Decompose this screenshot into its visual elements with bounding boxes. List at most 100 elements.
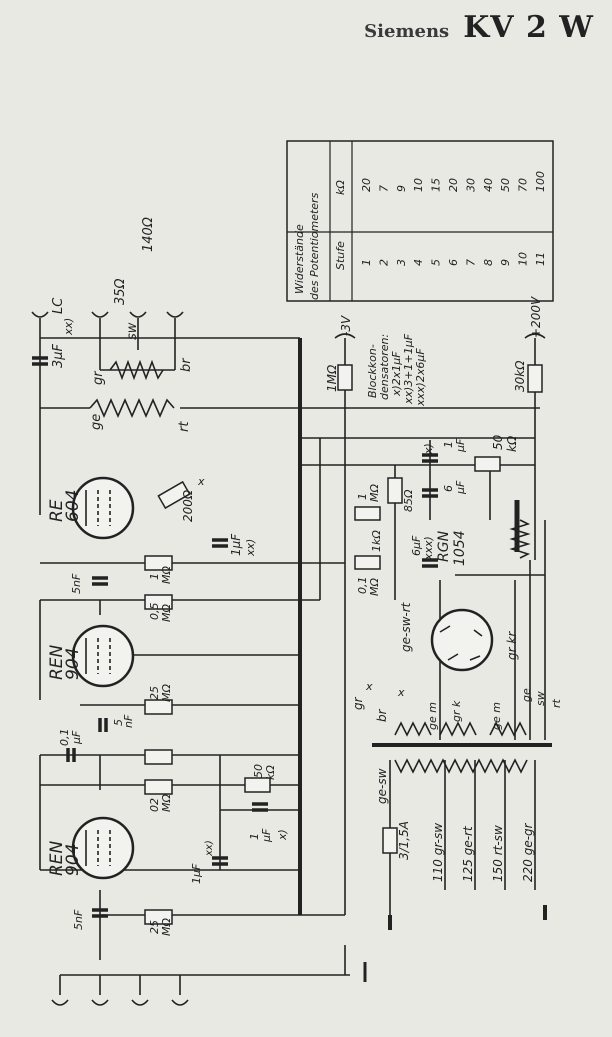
svg-text:25: 25 [148,920,161,934]
svg-text:0,1: 0,1 [356,577,369,595]
table-stufe-cell: 1 [360,259,373,266]
svg-text:MΩ: MΩ [160,566,173,584]
svg-text:1kΩ: 1kΩ [370,530,383,552]
table-kohm-cell: 20 [360,178,373,192]
svg-text:0,5: 0,5 [148,603,161,621]
tube2-type: REN [47,644,67,680]
svg-text:200Ω: 200Ω [181,489,195,522]
table-stufe-cell: 3 [395,259,408,266]
svg-text:gr kr: gr kr [505,631,519,660]
tube1-num: 604 [63,490,83,522]
table-kohm-cell: 15 [430,178,443,192]
svg-text:xx): xx) [244,539,257,557]
table-col-kohm: kΩ [334,180,347,195]
table-stufe-cell: 2 [377,259,390,266]
svg-text:1: 1 [356,493,369,500]
table-stufe-cell: 10 [517,252,530,266]
svg-text:x: x [197,475,205,488]
svg-text:5nF: 5nF [72,909,85,930]
svg-text:br: br [375,708,389,722]
svg-text:kΩ: kΩ [264,765,277,780]
table-stufe-cell: 8 [482,259,495,266]
table-stufe-cell: 9 [499,259,512,266]
svg-text:5nF: 5nF [70,573,83,594]
tube2-num: 904 [63,648,83,680]
resistors [144,364,543,925]
svg-text:ge-sw-rt: ge-sw-rt [399,601,413,652]
svg-text:gr: gr [351,696,365,710]
svg-text:sw: sw [125,322,140,340]
table-stufe-cell: 7 [464,259,477,266]
svg-text:MΩ: MΩ [160,604,173,622]
svg-text:ge-sw: ge-sw [375,768,389,804]
table-stufe-cell: 11 [534,252,547,266]
table-kohm-cell: 20 [447,178,460,192]
svg-text:kΩ: kΩ [505,435,519,452]
svg-text:rt: rt [177,421,192,432]
svg-text:35Ω: 35Ω [113,278,128,305]
potentiometer-table [286,140,554,302]
svg-text:Blockkon-: Blockkon- [366,344,379,398]
svg-text:RGN: RGN [436,530,452,562]
svg-text:125 ge-rt: 125 ge-rt [461,825,475,882]
svg-text:1: 1 [442,441,455,448]
table-kohm-cell: 50 [499,178,512,192]
svg-text:110 gr-sw: 110 gr-sw [431,823,445,882]
svg-text:ge: ge [89,414,104,430]
component-labels: 3µF LC xx) 35Ω 140Ω gr sw br ge rt -3V 1… [47,217,563,936]
table-kohm-cell: 10 [412,178,425,192]
svg-text:gr: gr [91,370,106,385]
svg-text:xxx)2x6µF: xxx)2x6µF [414,348,427,407]
brand-name: Siemens [364,21,450,42]
tube3-num: 904 [63,844,83,876]
svg-text:xxx): xxx) [422,536,435,561]
table-kohm-cell: 9 [395,185,408,192]
svg-text:140Ω: 140Ω [141,217,156,252]
table-kohm-cell: 40 [482,178,495,192]
title-block: Siemens KV 2 W [364,10,594,45]
table-stufe-cell: 5 [430,259,443,266]
svg-text:1µF: 1µF [190,863,203,884]
svg-text:150 rt-sw: 150 rt-sw [491,825,505,882]
svg-text:MΩ: MΩ [160,684,173,702]
svg-text:x): x) [422,443,435,455]
svg-text:30kΩ: 30kΩ [513,360,527,392]
svg-text:x): x) [276,829,289,841]
svg-text:MΩ: MΩ [368,578,381,596]
svg-text:µF: µF [70,730,83,745]
svg-text:1µF: 1µF [229,533,243,556]
svg-text:xx)3+1+1µF: xx)3+1+1µF [402,333,415,405]
input-jacks [31,311,547,1006]
svg-text:50: 50 [491,434,505,450]
svg-text:6: 6 [442,485,455,492]
svg-text:85Ω: 85Ω [402,489,415,512]
svg-text:nF: nF [122,714,135,728]
table-stufe-cell: 4 [412,259,425,266]
tube3-type: REN [47,840,67,876]
svg-text:220 ge-gr: 220 ge-gr [521,822,535,882]
svg-text:1054: 1054 [452,530,468,566]
table-stufe-cell: 6 [447,259,460,266]
svg-text:1: 1 [248,833,261,840]
svg-text:1: 1 [148,573,161,580]
svg-text:3µF: 3µF [51,343,66,368]
svg-text:+200V: +200V [529,296,543,338]
table-col-stufe: Stufe [334,241,347,270]
svg-text:1MΩ: 1MΩ [325,364,339,392]
svg-text:x: x [397,686,405,699]
svg-text:µF: µF [454,480,467,495]
svg-text:0,1: 0,1 [58,729,71,747]
svg-text:MΩ: MΩ [160,918,173,936]
table-kohm-cell: 30 [464,178,477,192]
table-kohm-cell: 100 [534,171,547,192]
model-name: KV 2 W [463,10,594,45]
svg-text:-3V: -3V [339,315,353,336]
svg-text:50: 50 [252,764,265,778]
svg-text:ge: ge [520,688,533,702]
table-kohm-cell: 70 [517,178,530,192]
table-title-1: Widerstände [293,224,306,294]
svg-text:xx): xx) [62,318,75,336]
svg-text:µF: µF [454,438,467,453]
